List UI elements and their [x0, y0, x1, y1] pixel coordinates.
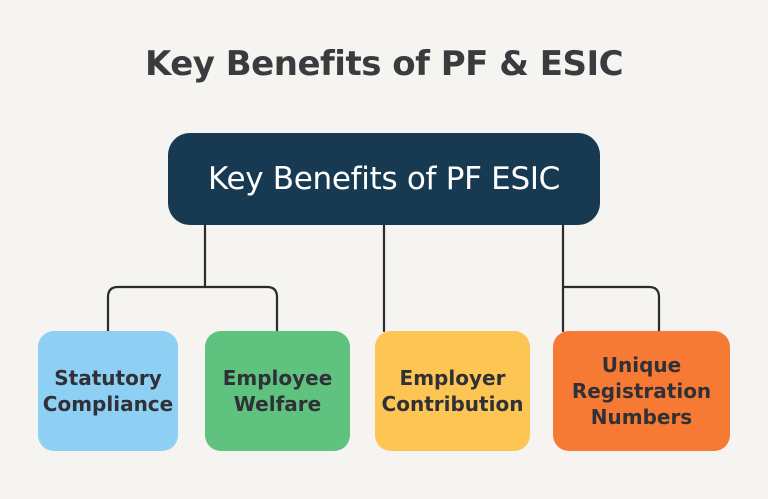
node-label: Employee Welfare: [222, 366, 333, 416]
node-label: Statutory Compliance: [42, 366, 174, 416]
node-employer-contribution: Employer Contribution: [375, 331, 530, 451]
page-title: Key Benefits of PF & ESIC: [144, 44, 624, 84]
root-node: Key Benefits of PF ESIC: [168, 133, 600, 225]
node-label: Employer Contribution: [381, 366, 524, 416]
connector-left-bracket: [106, 285, 279, 333]
node-employee-welfare: Employee Welfare: [205, 331, 350, 451]
node-statutory-compliance: Statutory Compliance: [38, 331, 178, 451]
root-node-label: Key Benefits of PF ESIC: [207, 161, 561, 197]
node-label: Unique Registration Numbers: [571, 353, 712, 429]
node-unique-registration-numbers: Unique Registration Numbers: [553, 331, 730, 451]
connector-right-bracket: [561, 285, 661, 333]
